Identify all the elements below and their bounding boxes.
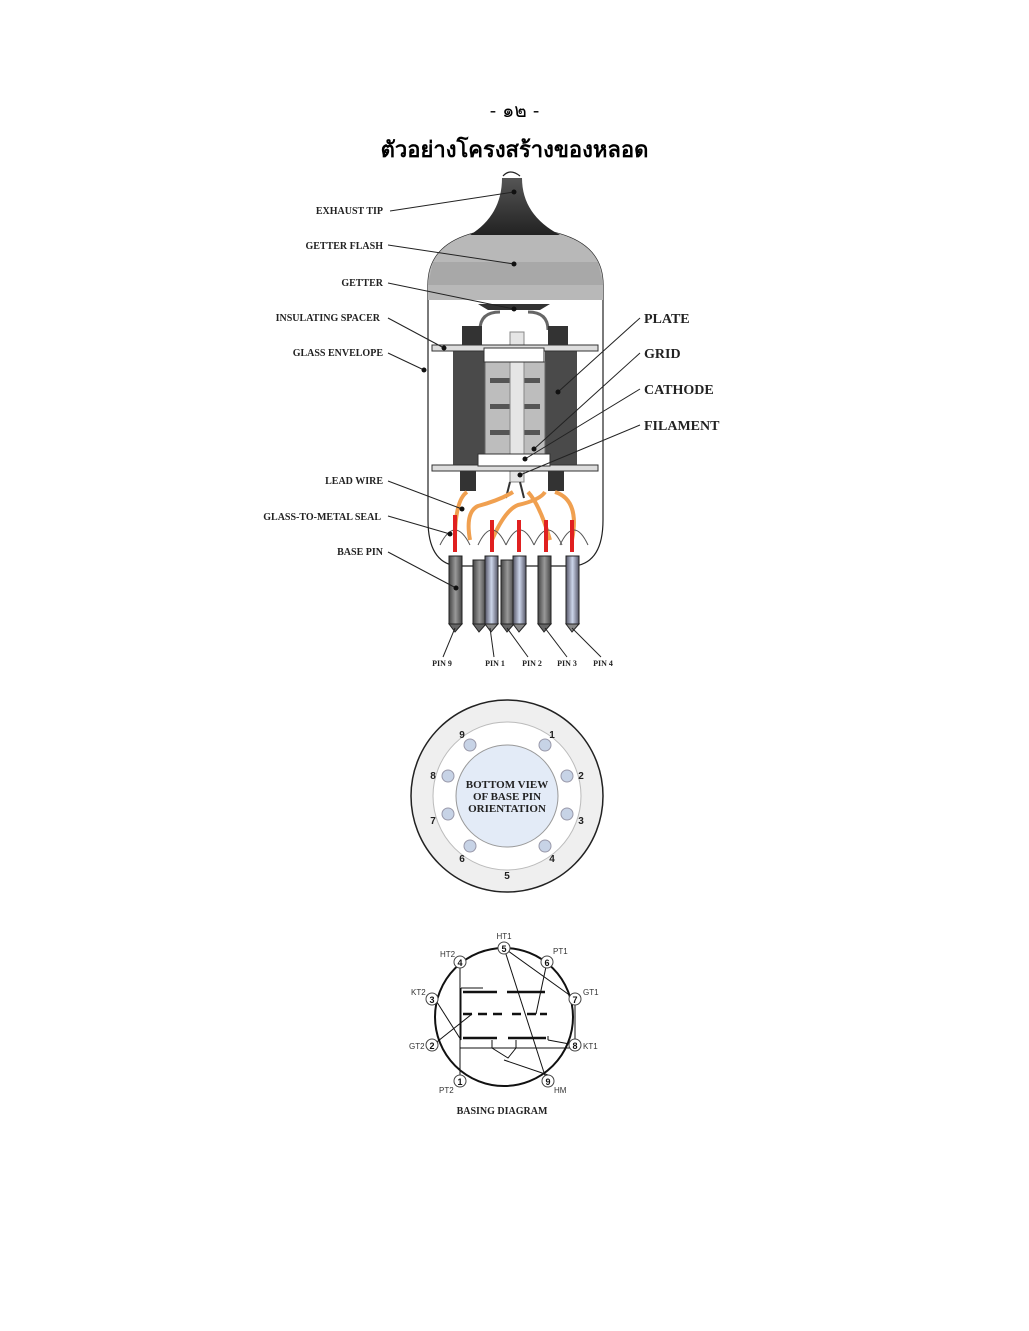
bottom-view: BOTTOM VIEW OF BASE PIN ORIENTATION 1 2 … bbox=[410, 699, 604, 893]
base-pins bbox=[448, 555, 581, 633]
basing-label-kt2: KT2 bbox=[411, 988, 426, 997]
bottom-view-pin-4: 4 bbox=[549, 854, 555, 865]
bottom-view-caption-3: ORIENTATION bbox=[468, 803, 546, 815]
label-cathode: CATHODE bbox=[644, 383, 714, 398]
basing-pin-2: 2 bbox=[429, 1041, 434, 1051]
basing-label-hm: HM bbox=[554, 1086, 567, 1095]
bottom-view-caption-2: OF BASE PIN bbox=[473, 791, 541, 803]
plate-right bbox=[545, 348, 577, 468]
basing-label-pt1: PT1 bbox=[553, 947, 568, 956]
basing-electrodes bbox=[463, 990, 547, 1040]
basing-diagram: 5 6 7 8 9 1 2 3 4 HT1 PT1 GT1 KT1 HM PT2… bbox=[409, 932, 599, 1117]
bottom-view-pin-2: 2 bbox=[578, 771, 584, 782]
bottom-view-pin-1: 1 bbox=[549, 730, 555, 741]
page-number: - ๑๒ - bbox=[489, 100, 540, 122]
red-seal-wires bbox=[453, 515, 574, 552]
label-filament: FILAMENT bbox=[644, 419, 720, 434]
label-plate: PLATE bbox=[644, 312, 690, 327]
label-insulating-spacer: INSULATING SPACER bbox=[276, 313, 381, 324]
bottom-view-caption-1: BOTTOM VIEW bbox=[466, 779, 548, 791]
bottom-view-pin-3: 3 bbox=[578, 816, 584, 827]
basing-label-ht1: HT1 bbox=[496, 932, 512, 941]
label-pin-9: PIN 9 bbox=[432, 659, 452, 668]
bottom-view-pin-9: 9 bbox=[459, 730, 465, 741]
label-exhaust-tip: EXHAUST TIP bbox=[316, 206, 383, 217]
bottom-view-pin-7: 7 bbox=[430, 816, 436, 827]
label-glass-envelope: GLASS ENVELOPE bbox=[293, 348, 384, 359]
basing-label-gt2: GT2 bbox=[409, 1042, 425, 1051]
label-grid: GRID bbox=[644, 347, 681, 362]
basing-pin-3: 3 bbox=[429, 995, 434, 1005]
cathode bbox=[509, 331, 525, 483]
label-pin-4: PIN 4 bbox=[593, 659, 613, 668]
label-pin-3: PIN 3 bbox=[557, 659, 577, 668]
basing-pin-7: 7 bbox=[572, 995, 577, 1005]
page-title: ตัวอย่างโครงสร้างของหลอด bbox=[380, 137, 649, 163]
basing-label-kt1: KT1 bbox=[583, 1042, 598, 1051]
basing-pin-5: 5 bbox=[501, 944, 506, 954]
plate-left bbox=[453, 348, 485, 468]
label-glass-to-metal-seal: GLASS-TO-METAL SEAL bbox=[263, 512, 381, 523]
tube-cutaway: EXHAUST TIP GETTER FLASH GETTER INSULATI… bbox=[263, 171, 720, 668]
basing-pin-8: 8 bbox=[572, 1041, 577, 1051]
label-getter: GETTER bbox=[341, 278, 383, 289]
bottom-view-pin-holes bbox=[441, 738, 574, 853]
basing-diagram-caption: BASING DIAGRAM bbox=[457, 1106, 548, 1117]
label-base-pin: BASE PIN bbox=[337, 547, 384, 558]
basing-pin-4: 4 bbox=[457, 958, 462, 968]
basing-label-pt2: PT2 bbox=[439, 1086, 454, 1095]
basing-pin-circles bbox=[425, 941, 582, 1088]
basing-label-gt1: GT1 bbox=[583, 988, 599, 997]
exhaust-tip bbox=[470, 178, 560, 235]
bottom-view-pin-8: 8 bbox=[430, 771, 436, 782]
basing-pin-6: 6 bbox=[544, 958, 549, 968]
bottom-view-pin-6: 6 bbox=[459, 854, 465, 865]
label-pin-2: PIN 2 bbox=[522, 659, 542, 668]
label-lead-wire: LEAD WIRE bbox=[325, 476, 383, 487]
basing-pin-9: 9 bbox=[545, 1077, 550, 1087]
label-getter-flash: GETTER FLASH bbox=[305, 241, 383, 252]
label-pin-1: PIN 1 bbox=[485, 659, 505, 668]
basing-label-ht2: HT2 bbox=[440, 950, 456, 959]
basing-pin-1: 1 bbox=[457, 1077, 462, 1087]
bottom-view-pin-5: 5 bbox=[504, 871, 510, 882]
